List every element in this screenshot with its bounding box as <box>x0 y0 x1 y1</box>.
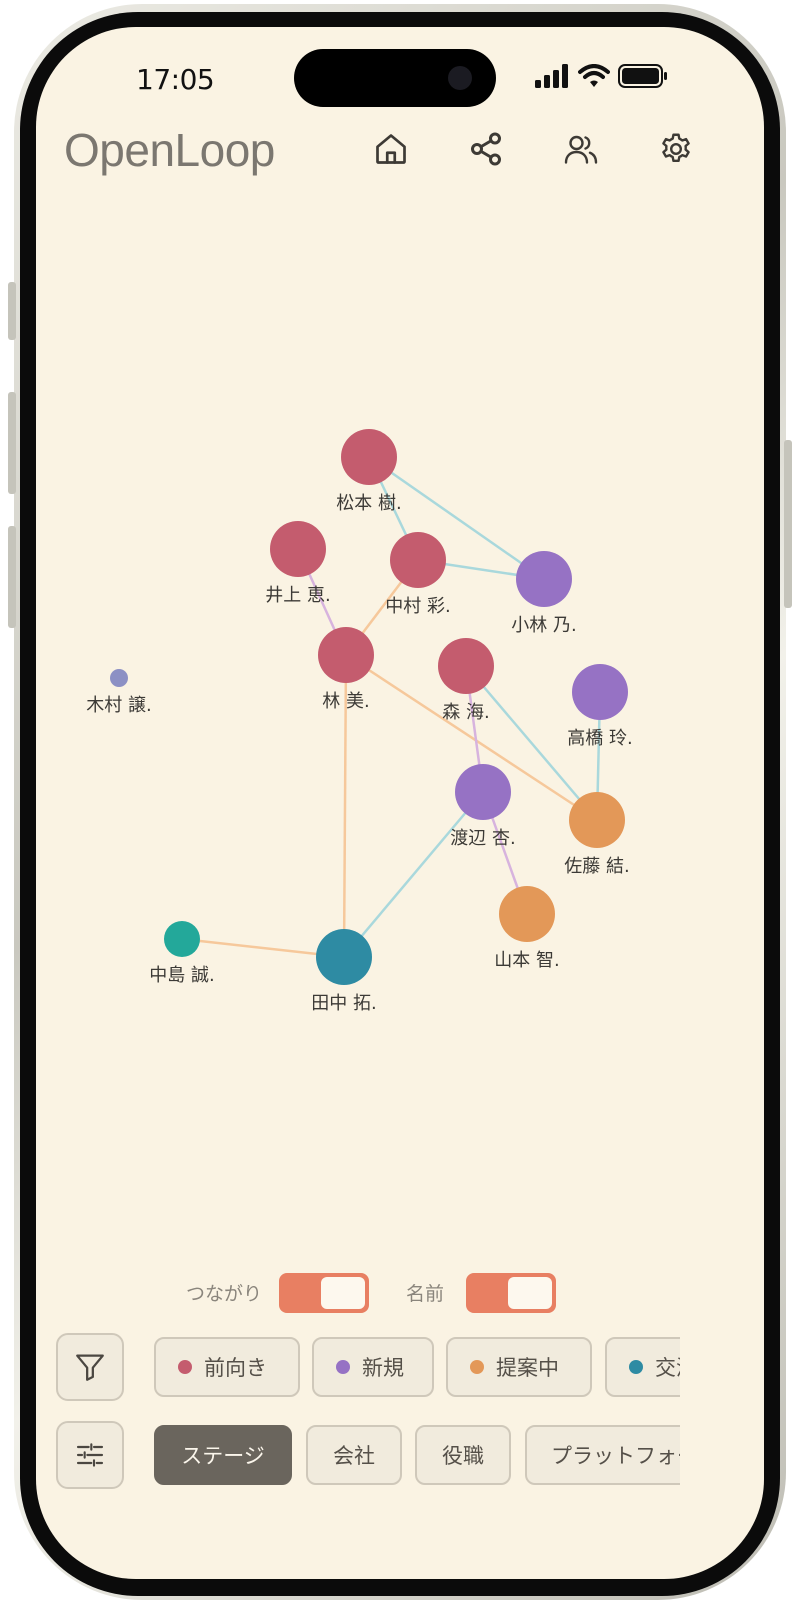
wifi-icon <box>578 64 610 87</box>
chip-label: 提案中 <box>496 1356 559 1380</box>
chip-stage[interactable]: ステージ <box>154 1425 292 1485</box>
sliders-icon <box>76 1443 104 1467</box>
chip-label: ステージ <box>181 1444 265 1468</box>
chip-proposal[interactable]: 提案中 <box>446 1337 592 1397</box>
chip-label: 前向き <box>204 1356 267 1380</box>
graph-node-inoue[interactable]: 井上 恵. <box>265 521 331 606</box>
graph-node-sato[interactable]: 佐藤 結. <box>564 792 630 877</box>
graph-node-kobayashi[interactable]: 小林 乃. <box>511 551 577 636</box>
battery-icon <box>618 64 667 88</box>
status-time: 17:05 <box>136 63 215 96</box>
node-label: 佐藤 結. <box>564 856 629 877</box>
graph-node-nakamura[interactable]: 中村 彩. <box>385 532 451 617</box>
graph-edges <box>181 455 602 959</box>
stage-dot <box>336 1360 350 1374</box>
node-circle[interactable] <box>110 669 128 687</box>
node-circle[interactable] <box>572 664 628 720</box>
node-circle[interactable] <box>499 886 555 942</box>
status-icons <box>534 63 668 89</box>
graph-nodes: 松本 樹. 井上 恵. 中村 彩. 小林 乃. 林 美. 森 海. 高橋 玲. 木村 譲. 渡辺… <box>86 429 633 1014</box>
power-button <box>784 440 792 608</box>
share-network-icon[interactable] <box>466 129 506 169</box>
node-label: 井上 恵. <box>265 585 330 606</box>
group-by-chips: ステージ 会社 役職 プラットフォーム <box>154 1421 680 1489</box>
app-screen: 17:05 OpenLoop <box>36 27 764 1579</box>
connections-toggle-label: つながり <box>186 1283 263 1305</box>
chip-title[interactable]: 役職 <box>415 1425 511 1485</box>
graph-node-nakajima[interactable]: 中島 誠. <box>149 921 215 986</box>
node-circle[interactable] <box>341 429 397 485</box>
graph-node-hayashi[interactable]: 林 美. <box>318 627 374 712</box>
graph-node-takahashi[interactable]: 高橋 玲. <box>567 664 633 749</box>
node-label: 中村 彩. <box>385 596 450 617</box>
node-label: 林 美. <box>322 691 369 712</box>
node-label: 高橋 玲. <box>567 728 632 749</box>
chip-label: プラットフォーム <box>551 1444 680 1468</box>
node-circle[interactable] <box>270 521 326 577</box>
node-circle[interactable] <box>438 638 494 694</box>
node-circle[interactable] <box>455 764 511 820</box>
chip-platform[interactable]: プラットフォーム <box>525 1425 680 1485</box>
node-label: 松本 樹. <box>336 493 401 514</box>
node-label: 中島 誠. <box>149 965 214 986</box>
node-label: 小林 乃. <box>511 615 576 636</box>
graph-node-tanaka[interactable]: 田中 拓. <box>311 929 377 1014</box>
toggle-knob <box>508 1277 552 1309</box>
graph-node-watanabe[interactable]: 渡辺 杏. <box>450 764 516 849</box>
graph-edge-matsumoto-kobayashi <box>368 455 545 581</box>
node-circle[interactable] <box>516 551 572 607</box>
volume-up-button <box>8 392 16 494</box>
chip-negotiation[interactable]: 交渉中 <box>605 1337 680 1397</box>
graph-edge-hayashi-tanaka <box>342 654 348 958</box>
stage-dot <box>470 1360 484 1374</box>
relationship-graph[interactable]: 松本 樹. 井上 恵. 中村 彩. 小林 乃. 林 美. 森 海. 高橋 玲. 木村 譲. 渡辺… <box>36 27 764 1579</box>
node-circle[interactable] <box>318 627 374 683</box>
volume-down-button <box>8 526 16 628</box>
graph-edge-watanabe-tanaka <box>343 791 484 958</box>
names-toggle-label: 名前 <box>406 1283 445 1305</box>
chip-new[interactable]: 新規 <box>312 1337 434 1397</box>
home-icon[interactable] <box>371 129 411 169</box>
chip-company[interactable]: 会社 <box>306 1425 402 1485</box>
chip-positive[interactable]: 前向き <box>154 1337 300 1397</box>
users-icon[interactable] <box>561 129 601 169</box>
chip-label: 役職 <box>442 1444 484 1468</box>
node-circle[interactable] <box>569 792 625 848</box>
stage-dot <box>178 1360 192 1374</box>
node-label: 渡辺 杏. <box>450 828 515 849</box>
filter-button[interactable] <box>56 1333 124 1401</box>
chip-label: 会社 <box>333 1444 375 1468</box>
group-by-button[interactable] <box>56 1421 124 1489</box>
node-label: 田中 拓. <box>311 993 376 1014</box>
node-label: 山本 智. <box>494 950 559 971</box>
stage-dot <box>629 1360 643 1374</box>
graph-edge-hayashi-sato <box>345 653 598 822</box>
graph-node-mori[interactable]: 森 海. <box>438 638 494 723</box>
node-circle[interactable] <box>316 929 372 985</box>
connections-toggle[interactable] <box>279 1273 369 1313</box>
settings-gear-icon[interactable] <box>656 129 696 169</box>
chip-label: 交渉中 <box>655 1356 680 1380</box>
node-circle[interactable] <box>390 532 446 588</box>
toggle-knob <box>321 1277 365 1309</box>
action-button <box>8 282 16 340</box>
graph-edge-mori-sato <box>465 665 598 821</box>
dynamic-island <box>294 49 496 107</box>
node-circle[interactable] <box>164 921 200 957</box>
names-toggle[interactable] <box>466 1273 556 1313</box>
graph-node-matsumoto[interactable]: 松本 樹. <box>336 429 402 514</box>
camera-icon <box>448 66 472 90</box>
cellular-signal-icon <box>535 64 568 88</box>
filter-funnel-icon <box>76 1354 104 1381</box>
node-label: 森 海. <box>442 702 489 723</box>
stage-filter-chips: 前向き 新規 提案中 交渉中 <box>154 1333 680 1401</box>
graph-node-kimura[interactable]: 木村 譲. <box>86 669 152 716</box>
app-logo: OpenLoop <box>64 124 275 176</box>
chip-label: 新規 <box>362 1356 404 1380</box>
graph-node-yamamoto[interactable]: 山本 智. <box>494 886 560 971</box>
node-label: 木村 譲. <box>86 695 151 716</box>
